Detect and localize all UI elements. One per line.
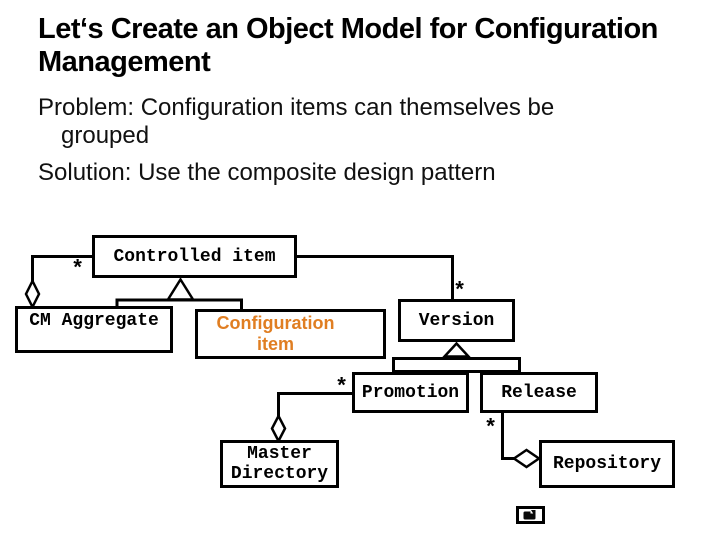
slide-title-line2: Management: [38, 46, 211, 78]
class-promotion: Promotion: [352, 372, 469, 413]
class-controlled-item-label: Controlled item: [113, 246, 276, 267]
aggregation-diamond-cm-aggregate: [24, 278, 41, 310]
class-configuration-item-label-line2: item: [256, 334, 294, 354]
multiplicity-version: *: [453, 279, 467, 304]
class-configuration-item: Configuration item: [195, 309, 386, 359]
class-version: Version: [398, 299, 515, 342]
solution-line: Solution: Use the composite design patte…: [38, 159, 496, 186]
class-cm-aggregate: CM Aggregate: [15, 306, 173, 353]
class-version-label: Version: [418, 310, 495, 331]
aggregation-line-cm-aggregate: [31, 255, 92, 283]
class-repository-label: Repository: [552, 454, 662, 474]
aggregation-diamond-master-directory: [270, 413, 287, 444]
multiplicity-promotion: *: [335, 375, 349, 400]
class-configuration-item-label-line1: Configuration: [216, 313, 335, 333]
slide-title-line1: Let‘s Create an Object Model for Configu…: [38, 13, 658, 45]
class-release: Release: [480, 372, 598, 413]
inheritance-bar-version-subclasses: [392, 357, 521, 373]
multiplicity-release: *: [484, 416, 498, 441]
class-controlled-item: Controlled item: [92, 235, 297, 278]
class-master-directory-label-line2: Directory: [230, 464, 329, 484]
aggregation-line-master-directory: [277, 392, 352, 418]
problem-statement: Problem: Configuration items can themsel…: [38, 94, 554, 150]
solution-statement: Solution: Use the composite design patte…: [38, 159, 496, 187]
problem-line2: grouped: [61, 122, 150, 149]
class-release-label: Release: [501, 382, 577, 403]
aggregation-line-repository: [501, 413, 517, 460]
class-master-directory-label-line1: Master: [247, 444, 312, 464]
aggregation-diamond-repository: [511, 448, 542, 469]
class-master-directory: Master Directory: [220, 440, 339, 488]
association-line-controlled-item-version: [297, 255, 454, 299]
slide-title: Let‘s Create an Object Model for Configu…: [38, 13, 658, 79]
inheritance-triangle-controlled-item: [165, 277, 196, 301]
class-cm-aggregate-label: CM Aggregate: [29, 311, 159, 331]
multiplicity-controlled-item: *: [71, 257, 85, 282]
return-action-icon: [523, 510, 536, 520]
class-promotion-label: Promotion: [361, 382, 460, 403]
class-repository: Repository: [539, 440, 675, 488]
action-button[interactable]: [516, 506, 545, 524]
inheritance-triangle-version: [441, 341, 472, 358]
problem-line1: Problem: Configuration items can themsel…: [38, 94, 555, 121]
